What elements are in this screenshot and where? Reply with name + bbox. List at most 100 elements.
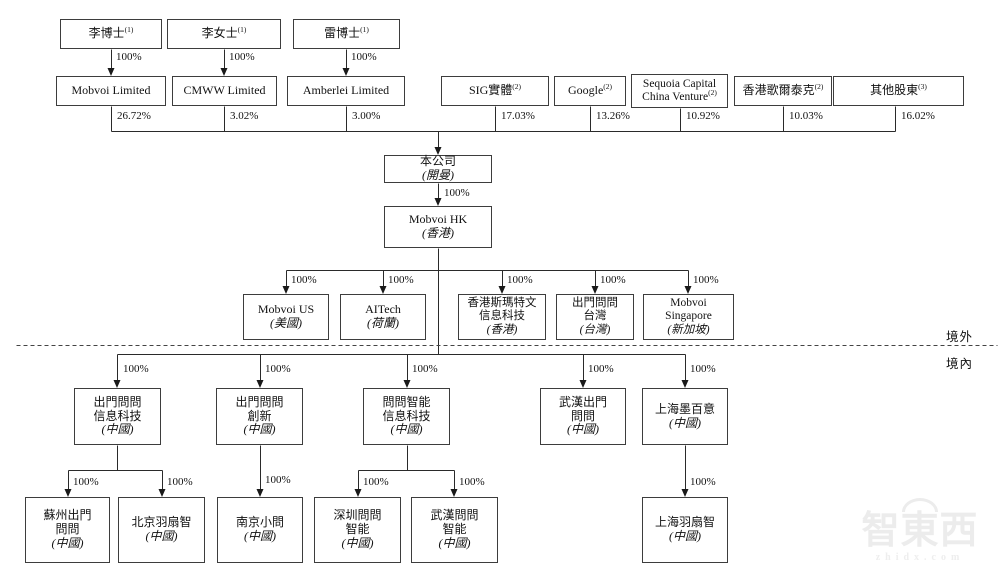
ownership-percent-label: 100%	[444, 187, 470, 199]
node-mobvoi-us: Mobvoi US (美國)	[243, 294, 329, 340]
node-title: 南京小問	[235, 515, 284, 530]
node-mobvoi-limited: Mobvoi Limited	[56, 76, 166, 106]
node-title: 其他股東(3)	[870, 82, 927, 98]
node-wwzn-info: 問問智能 信息科技 (中國)	[363, 388, 450, 445]
node-wuhan-ww: 武漢出門 問問 (中國)	[540, 388, 626, 445]
node-beijing-yushanzhi: 北京羽扇智 (中國)	[118, 497, 205, 563]
node-mobvoi-singapore: Mobvoi Singapore (新加坡)	[643, 294, 734, 340]
ownership-percent-label: 100%	[363, 476, 389, 488]
node-title: Amberlei Limited	[302, 83, 390, 98]
node-title: China Venture(2)	[642, 88, 717, 103]
node-suzhou-ww: 蘇州出門 問問 (中國)	[25, 497, 110, 563]
ownership-percent-label: 100%	[167, 476, 193, 488]
node-title: 出門問問	[572, 297, 618, 310]
node-shanghai-moby: 上海墨百意 (中國)	[642, 388, 728, 445]
node-location: (香港)	[422, 226, 454, 240]
arrowheads	[64, 68, 692, 497]
node-title: Google(2)	[567, 82, 613, 98]
node-title: 武漢出門	[558, 394, 607, 409]
ownership-percent-label: 100%	[229, 51, 255, 63]
node-sequoia: Sequoia Capital China Venture(2)	[631, 74, 728, 108]
node-title: 台灣	[583, 310, 607, 323]
ownership-percent-label: 17.03%	[501, 110, 535, 122]
node-title: 香港斯瑪特文	[467, 297, 537, 310]
ownership-percent-label: 100%	[291, 274, 317, 286]
node-title: 創新	[247, 408, 272, 423]
ownership-percent-label: 100%	[690, 476, 716, 488]
node-title: 信息科技	[382, 408, 431, 423]
node-aitech: AITech (荷蘭)	[340, 294, 426, 340]
ownership-percent-label: 100%	[600, 274, 626, 286]
node-location: (美國)	[270, 316, 302, 330]
node-title: 問問智能	[382, 394, 431, 409]
node-title: Singapore	[665, 310, 712, 323]
ownership-percent-label: 100%	[265, 474, 291, 486]
ownership-percent-label: 100%	[690, 363, 716, 375]
node-nanjing-xiaowen: 南京小問 (中國)	[217, 497, 303, 563]
ownership-percent-label: 100%	[459, 476, 485, 488]
ownership-percent-label: 100%	[73, 476, 99, 488]
ownership-percent-label: 100%	[507, 274, 533, 286]
node-title: 雷博士(1)	[324, 25, 369, 41]
node-title: Mobvoi US	[257, 302, 315, 317]
ownership-percent-label: 100%	[116, 51, 142, 63]
node-location: (荷蘭)	[367, 316, 399, 330]
node-title: Mobvoi Limited	[71, 83, 151, 98]
node-amberlei-limited: Amberlei Limited	[287, 76, 405, 106]
node-location: (中國)	[145, 529, 178, 543]
node-location: (中國)	[438, 535, 471, 550]
node-shanghai-yushanzhi: 上海羽扇智 (中國)	[642, 497, 728, 563]
node-ww-info: 出門問問 信息科技 (中國)	[74, 388, 161, 445]
node-title: Sequoia Capital	[642, 77, 717, 90]
node-title: 信息科技	[479, 310, 525, 323]
node-title: 問問	[55, 522, 80, 537]
node-title: Mobvoi	[670, 297, 707, 310]
node-title: 香港歌爾泰克(2)	[742, 82, 824, 98]
ownership-percent-label: 100%	[123, 363, 149, 375]
node-ww-taiwan: 出門問問 台灣 (台灣)	[556, 294, 634, 340]
node-location: (台灣)	[579, 323, 611, 336]
node-title: 出門問問	[235, 394, 284, 409]
zone-label-offshore: 境外	[946, 330, 974, 344]
ownership-percent-label: 13.26%	[596, 110, 630, 122]
ownership-percent-label: 100%	[412, 363, 438, 375]
node-title: 本公司	[419, 154, 456, 169]
ownership-percent-label: 100%	[388, 274, 414, 286]
node-company: 本公司 (開曼)	[384, 154, 492, 183]
node-other-shareholders: 其他股東(3)	[833, 76, 964, 106]
node-sig: SIG實體(2)	[441, 76, 549, 106]
zone-label-onshore: 境內	[946, 357, 974, 371]
node-title: SIG實體(2)	[468, 82, 522, 98]
node-title: 李博士(1)	[88, 25, 134, 41]
node-title: Mobvoi HK	[408, 212, 468, 227]
ownership-percent-label: 3.02%	[230, 110, 259, 122]
node-title: 信息科技	[93, 408, 142, 423]
ownership-percent-label: 16.02%	[901, 110, 935, 122]
ownership-percent-label: 3.00%	[352, 110, 381, 122]
node-location: (中國)	[244, 529, 276, 543]
ownership-percent-label: 10.92%	[686, 110, 720, 122]
node-title: 蘇州出門	[43, 508, 92, 523]
node-google: Google(2)	[554, 76, 626, 106]
node-cmww-limited: CMWW Limited	[172, 76, 277, 106]
node-location: (中國)	[669, 415, 701, 430]
node-title: CMWW Limited	[183, 83, 266, 98]
node-location: (中國)	[101, 422, 134, 437]
node-wuhan-wwzn: 武漢問問 智能 (中國)	[411, 497, 498, 563]
ownership-percent-label: 100%	[588, 363, 614, 375]
node-li-dr: 李博士(1)	[60, 19, 162, 49]
node-title: 武漢問問	[430, 508, 479, 523]
node-location: (開曼)	[422, 168, 454, 182]
node-hk-smartwen: 香港斯瑪特文 信息科技 (香港)	[458, 294, 546, 340]
node-location: (中國)	[51, 535, 84, 550]
node-title: AITech	[365, 302, 401, 317]
node-location: (香港)	[486, 323, 518, 336]
node-shenzhen-wwzn: 深圳問問 智能 (中國)	[314, 497, 401, 563]
ownership-percent-label: 100%	[265, 363, 291, 375]
node-title: 出門問問	[93, 394, 142, 409]
node-location: (新加坡)	[667, 323, 710, 336]
node-ww-innovation: 出門問問 創新 (中國)	[216, 388, 303, 445]
node-title: 李女士(1)	[201, 25, 247, 41]
